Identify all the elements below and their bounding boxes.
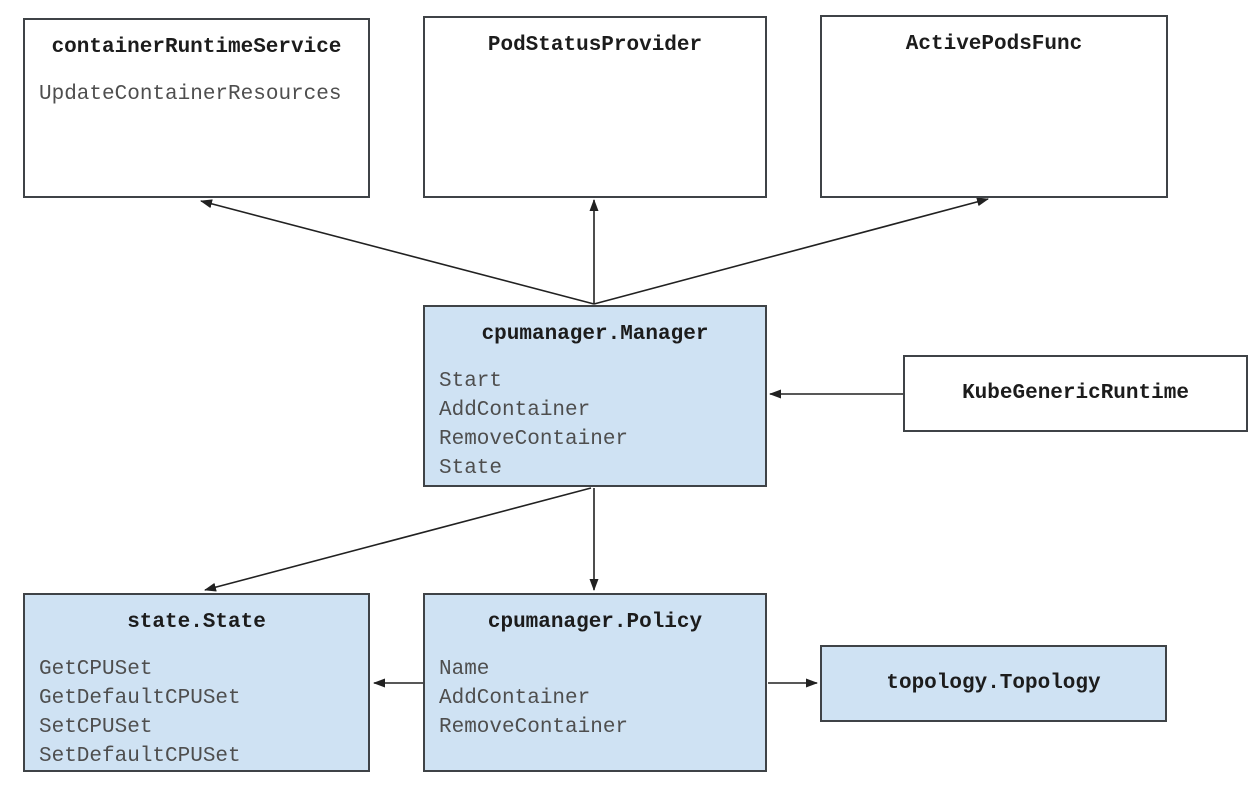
node-title: PodStatusProvider <box>487 34 703 57</box>
node-pod-status-provider: PodStatusProvider <box>423 16 767 198</box>
node-title: cpumanager.Manager <box>481 323 709 346</box>
node-items: Start AddContainer RemoveContainer State <box>425 367 765 483</box>
node-active-pods-func: ActivePodsFunc <box>820 15 1168 198</box>
node-items: GetCPUSet GetDefaultCPUSet SetCPUSet Set… <box>25 655 368 771</box>
node-title: cpumanager.Policy <box>487 611 703 634</box>
node-items: UpdateContainerResources <box>25 80 368 109</box>
node-items: Name AddContainer RemoveContainer <box>425 655 765 742</box>
node-method-item: AddContainer <box>439 399 591 422</box>
node-state-state: state.State GetCPUSet GetDefaultCPUSet S… <box>23 593 370 772</box>
node-cpumanager-manager: cpumanager.Manager Start AddContainer Re… <box>423 305 767 487</box>
arrow-manager-to-state <box>204 487 592 592</box>
node-title: containerRuntimeService <box>51 36 342 59</box>
node-method-item: RemoveContainer <box>439 428 629 451</box>
node-title: state.State <box>127 611 266 634</box>
node-method-item: SetCPUSet <box>39 716 153 739</box>
node-container-runtime-service: containerRuntimeService UpdateContainerR… <box>23 18 370 198</box>
arrow-manager-to-container-runtime-service <box>200 199 595 305</box>
arrow-manager-to-active-pods-func <box>593 197 989 305</box>
node-cpumanager-policy: cpumanager.Policy Name AddContainer Remo… <box>423 593 767 772</box>
node-method-item: AddContainer <box>439 687 591 710</box>
node-title: topology.Topology <box>886 671 1101 695</box>
node-method-item: State <box>439 457 503 480</box>
node-method-item: GetDefaultCPUSet <box>39 687 241 710</box>
node-method-item: Start <box>439 370 503 393</box>
node-topology-topology: topology.Topology <box>820 645 1167 722</box>
node-method-item: UpdateContainerResources <box>39 83 342 106</box>
node-title: ActivePodsFunc <box>905 33 1083 56</box>
node-kube-generic-runtime: KubeGenericRuntime <box>903 355 1248 432</box>
node-title: KubeGenericRuntime <box>962 381 1189 405</box>
node-method-item: RemoveContainer <box>439 716 629 739</box>
node-method-item: GetCPUSet <box>39 658 153 681</box>
node-method-item: SetDefaultCPUSet <box>39 745 241 768</box>
node-method-item: Name <box>439 658 490 681</box>
